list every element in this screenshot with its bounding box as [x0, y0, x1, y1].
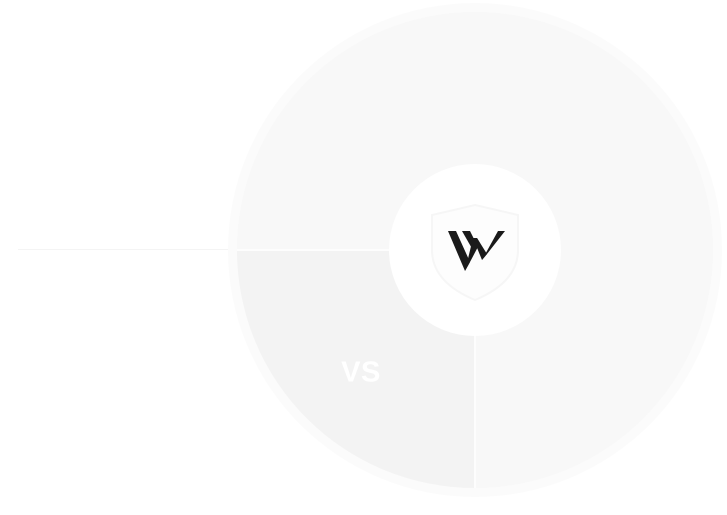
- segment-label-bottom-left: VS: [341, 357, 381, 389]
- center-button[interactable]: [389, 164, 561, 336]
- brand-logo-icon: [448, 231, 505, 271]
- connector-line: [18, 249, 228, 250]
